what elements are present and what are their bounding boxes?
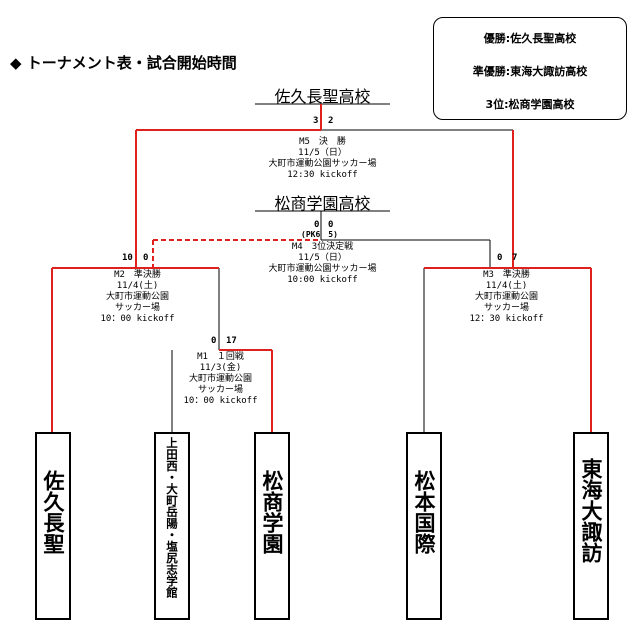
m4-name: M4 3位決定戦 bbox=[291, 242, 354, 252]
m4-info: M4 3位決定戦 11/5（日） 大町市運動公園サッカー場 10:00 kick… bbox=[240, 242, 405, 286]
m5-venue: 大町市運動公園サッカー場 bbox=[268, 159, 377, 169]
m4-time: 10:00 kickoff bbox=[287, 275, 358, 285]
m5-info: M5 決 勝 11/5（日） 大町市運動公園サッカー場 12:30 kickof… bbox=[240, 137, 405, 181]
m2-time: 10：00 kickoff bbox=[100, 314, 175, 324]
m5-score-right: 2 bbox=[328, 116, 334, 126]
m2-score-left: 10 bbox=[122, 253, 133, 263]
m1-date: 11/3(金) bbox=[199, 363, 242, 373]
team-box-matsumoto-kokusai: 松本国際 bbox=[406, 432, 442, 620]
m1-score-left: 0 bbox=[211, 336, 217, 346]
m3-time: 12：30 kickoff bbox=[469, 314, 544, 324]
m1-info: M1 １回戦 11/3(金) 大町市運動公園 サッカー場 10：00 kicko… bbox=[158, 352, 283, 407]
team-box-matsusho-gakuen: 松商学園 bbox=[254, 432, 290, 620]
m5-time: 12:30 kickoff bbox=[287, 170, 358, 180]
m4-date: 11/5（日） bbox=[298, 253, 347, 263]
champion-label: 佐久長聖高校 bbox=[274, 87, 371, 106]
m2-info: M2 準決勝 11/4(土) 大町市運動公園 サッカー場 10：00 kicko… bbox=[75, 270, 200, 325]
result-first: 優勝:佐久長聖高校 bbox=[483, 32, 577, 45]
m5-date: 11/5（日） bbox=[298, 148, 347, 158]
team-box-ueda-omachi-shiojiri: 上田西・大町岳陽・塩尻志学館 bbox=[154, 432, 190, 620]
m3-venue1: 大町市運動公園 bbox=[474, 292, 538, 302]
m4-score-right: 0 bbox=[328, 220, 334, 230]
m1-name: M1 １回戦 bbox=[197, 352, 244, 362]
m2-venue1: 大町市運動公園 bbox=[105, 292, 169, 302]
m4-pk-score: (PK6 5) bbox=[301, 230, 338, 239]
m3-venue2: サッカー場 bbox=[483, 303, 529, 313]
team-box-saku-chosei: 佐久長聖 bbox=[35, 432, 71, 620]
team-name: 佐久長聖 bbox=[41, 470, 65, 554]
page-title: ◆ トーナメント表・試合開始時間 bbox=[10, 54, 237, 72]
m1-venue1: 大町市運動公園 bbox=[188, 374, 252, 384]
result-second: 準優勝:東海大諏訪高校 bbox=[472, 65, 588, 78]
m1-time: 10：00 kickoff bbox=[183, 396, 258, 406]
m2-score-right: 0 bbox=[143, 253, 149, 263]
third-place-label: 松商学園高校 bbox=[274, 194, 371, 213]
m1-score-right: 17 bbox=[226, 336, 237, 346]
m3-score-right: 7 bbox=[512, 253, 518, 263]
team-name: 松商学園 bbox=[260, 470, 284, 554]
result-third: 3位:松商学園高校 bbox=[485, 98, 575, 111]
m2-name: M2 準決勝 bbox=[114, 270, 161, 280]
m2-venue2: サッカー場 bbox=[114, 303, 160, 313]
team-name: 松本国際 bbox=[412, 470, 436, 554]
results-box: 優勝:佐久長聖高校 準優勝:東海大諏訪高校 3位:松商学園高校 bbox=[433, 17, 627, 120]
m3-score-left: 0 bbox=[497, 253, 503, 263]
team-name: 東海大諏訪 bbox=[579, 458, 603, 563]
m4-score-left: 0 bbox=[314, 220, 320, 230]
m4-venue: 大町市運動公園サッカー場 bbox=[268, 264, 377, 274]
team-box-tokai-suwa: 東海大諏訪 bbox=[573, 432, 609, 620]
m5-name: M5 決 勝 bbox=[299, 137, 346, 147]
team-name: 上田西・大町岳陽・塩尻志学館 bbox=[165, 437, 179, 598]
m3-name: M3 準決勝 bbox=[483, 270, 530, 280]
m3-info: M3 準決勝 11/4(土) 大町市運動公園 サッカー場 12：30 kicko… bbox=[444, 270, 569, 325]
m1-venue2: サッカー場 bbox=[197, 385, 243, 395]
m5-score-left: 3 bbox=[313, 116, 319, 126]
m3-date: 11/4(土) bbox=[485, 281, 528, 291]
m2-date: 11/4(土) bbox=[116, 281, 159, 291]
